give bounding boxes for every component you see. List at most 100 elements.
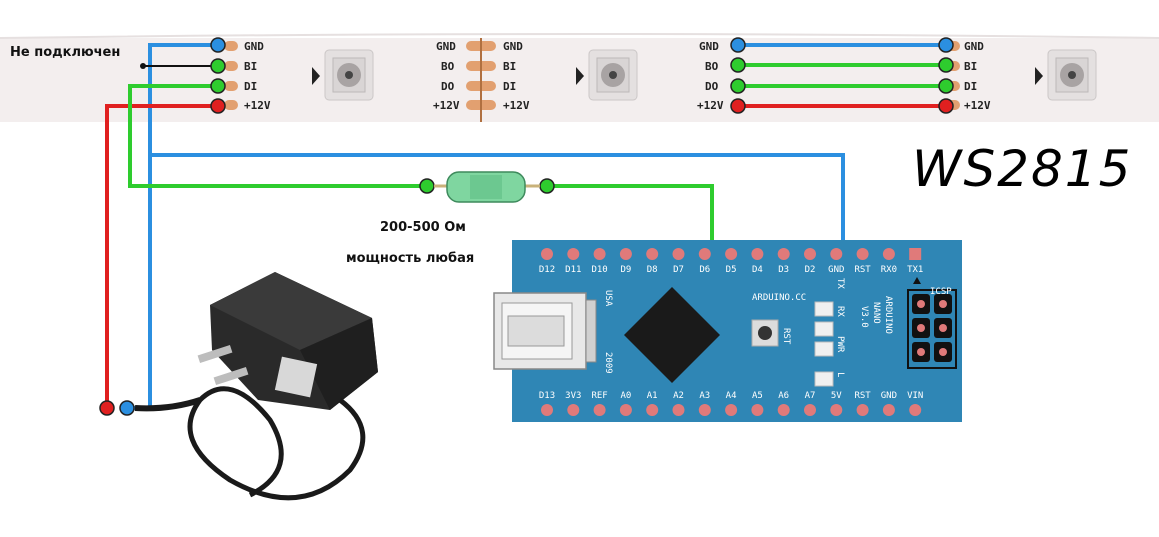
bottom-pin-pad bbox=[698, 404, 711, 416]
bottom-pin-pad bbox=[909, 404, 922, 416]
strip-label-12v-3: +12V bbox=[503, 99, 530, 112]
strip-label-do-2: DO bbox=[441, 80, 455, 93]
board-model-line-2: NANO bbox=[871, 302, 881, 324]
top-pin-pad bbox=[751, 248, 764, 260]
board-brand-text: ARDUINO.CC bbox=[752, 293, 806, 303]
strip-label-bi-3: BI bbox=[503, 60, 516, 73]
top-pin-label: TX1 bbox=[907, 265, 923, 275]
strip-label-bo-2: BO bbox=[441, 60, 455, 73]
led-label-l: L bbox=[835, 372, 845, 377]
bottom-pin-label: A6 bbox=[778, 391, 789, 401]
bottom-pin-pad bbox=[619, 404, 632, 416]
bottom-pin-pad bbox=[567, 404, 580, 416]
resistor bbox=[434, 171, 540, 203]
top-pin-label: D5 bbox=[726, 265, 737, 275]
bottom-pin-label: RST bbox=[854, 391, 871, 401]
strip-label-bi-1: BI bbox=[244, 60, 257, 73]
strip-label-bo-4: BO bbox=[705, 60, 719, 73]
led-label-tx: TX bbox=[835, 278, 845, 289]
strip-jumper-ends bbox=[730, 37, 954, 114]
top-pin-label: D6 bbox=[699, 265, 710, 275]
bottom-pin-label: GND bbox=[881, 391, 897, 401]
strip-label-gnd-2: GND bbox=[436, 40, 456, 53]
bottom-pin-label: A4 bbox=[726, 391, 737, 401]
board-rst-text: RST bbox=[781, 328, 791, 345]
strip-label-gnd-5: GND bbox=[964, 40, 984, 53]
bottom-pin-pad bbox=[593, 404, 606, 416]
top-pin-pad bbox=[777, 248, 790, 260]
top-pin-label: RST bbox=[854, 265, 871, 275]
bottom-pin-pads bbox=[541, 404, 922, 416]
top-pin-pad bbox=[619, 248, 632, 260]
bottom-pin-label: A1 bbox=[647, 391, 658, 401]
bottom-pin-label: 5V bbox=[831, 391, 842, 401]
top-pin-label: D2 bbox=[805, 265, 816, 275]
board-model-line-3: V3.0 bbox=[859, 306, 869, 328]
top-pin-pad bbox=[804, 248, 816, 260]
top-pin-label: D7 bbox=[673, 265, 684, 275]
bottom-pin-pad bbox=[725, 404, 738, 416]
strip-label-12v-5: +12V bbox=[964, 99, 991, 112]
led-chip-2 bbox=[576, 49, 638, 101]
led-chip-1 bbox=[312, 49, 374, 101]
top-pin-pad bbox=[909, 248, 922, 260]
strip-jumper-wires bbox=[738, 43, 946, 108]
top-pin-pad bbox=[725, 248, 738, 260]
bottom-pin-pad bbox=[830, 404, 843, 416]
bottom-pin-pad bbox=[856, 404, 869, 416]
bottom-pin-label: A0 bbox=[620, 391, 631, 401]
bottom-pin-label: A7 bbox=[805, 391, 816, 401]
board-icsp-text: ICSP bbox=[930, 287, 952, 297]
led-label-rx: RX bbox=[835, 306, 845, 317]
bottom-pin-pad bbox=[646, 404, 659, 416]
bottom-pin-pad bbox=[882, 404, 895, 416]
strip-label-bi-5: BI bbox=[964, 60, 977, 73]
bottom-pin-label: A5 bbox=[752, 391, 763, 401]
bottom-pin-label: VIN bbox=[907, 391, 923, 401]
top-pin-pad bbox=[593, 248, 606, 260]
arduino-nano-board bbox=[493, 240, 962, 422]
main-wires bbox=[105, 43, 845, 410]
top-pin-label: D12 bbox=[539, 265, 555, 275]
board-year-text: 2009 bbox=[603, 352, 613, 374]
strip-label-12v-4: +12V bbox=[697, 99, 724, 112]
strip-label-gnd-4: GND bbox=[699, 40, 719, 53]
bottom-pin-label: A3 bbox=[699, 391, 710, 401]
top-pin-pad bbox=[541, 248, 553, 260]
strip-label-12v-1: +12V bbox=[244, 99, 271, 112]
strip-label-do-4: DO bbox=[705, 80, 719, 93]
strip-label-di-5: DI bbox=[964, 80, 977, 93]
title: WS2815 bbox=[912, 140, 1132, 198]
top-pin-label: D3 bbox=[778, 265, 789, 275]
top-pin-pad bbox=[856, 248, 869, 260]
bottom-pin-pad bbox=[541, 404, 553, 416]
bottom-pin-label: A2 bbox=[673, 391, 684, 401]
top-pin-label: RX0 bbox=[881, 265, 897, 275]
board-model-line-1: ARDUINO bbox=[883, 296, 893, 334]
led-label-pwr: PWR bbox=[835, 336, 845, 353]
strip-label-gnd-3: GND bbox=[503, 40, 523, 53]
top-pin-label: D8 bbox=[647, 265, 658, 275]
bottom-pin-pad bbox=[672, 404, 685, 416]
strip-label-gnd-1: GND bbox=[244, 40, 264, 53]
resistor-value-label: 200-500 Ом bbox=[380, 220, 466, 235]
top-pin-pads bbox=[541, 248, 922, 260]
strip-label-di-1: DI bbox=[244, 80, 257, 93]
wire-ends bbox=[99, 37, 555, 416]
top-pin-pad bbox=[646, 248, 659, 260]
bottom-pin-pad bbox=[777, 404, 790, 416]
bottom-pin-pad bbox=[751, 404, 764, 416]
power-adapter bbox=[134, 272, 378, 501]
not-connected-label: Не подключен bbox=[10, 45, 120, 60]
strip-label-di-3: DI bbox=[503, 80, 516, 93]
top-pin-label: D4 bbox=[752, 265, 763, 275]
top-pin-pad bbox=[698, 248, 711, 260]
top-pin-label: GND bbox=[828, 265, 844, 275]
led-chip-3 bbox=[1035, 49, 1097, 101]
resistor-power-label: мощность любая bbox=[346, 251, 474, 266]
top-pin-label: D9 bbox=[620, 265, 631, 275]
top-pin-pad bbox=[830, 248, 843, 260]
